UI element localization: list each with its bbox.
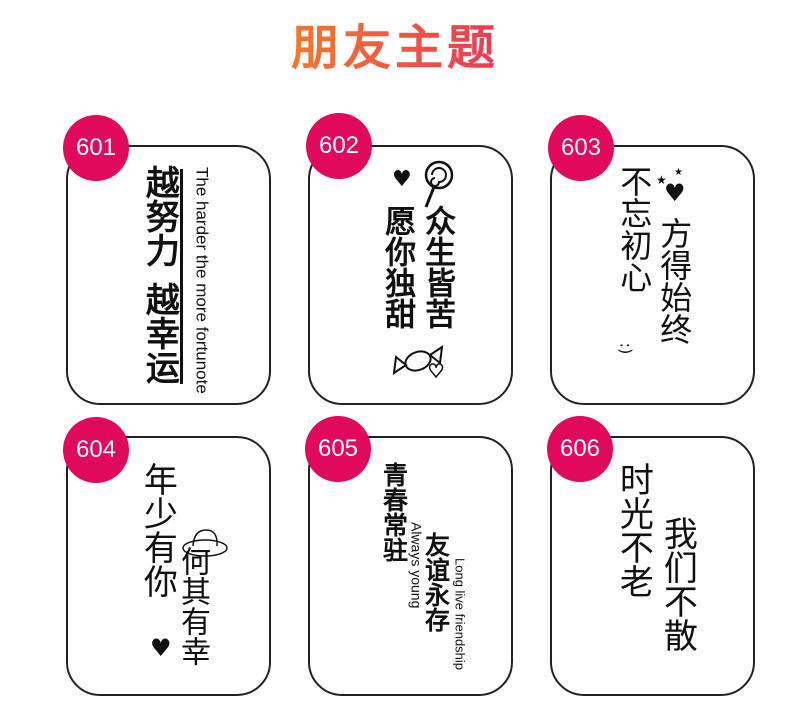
card-603-smiley: :) <box>616 342 636 355</box>
candy-icon <box>392 344 444 376</box>
hat-icon <box>182 529 228 557</box>
card-606-line2: 我们不散 <box>657 516 698 652</box>
card-601-line1: 越努力 <box>139 165 180 267</box>
card-603[interactable]: 不忘初心 方得始终 ♥ ★ ★ :) <box>550 145 755 405</box>
badge-603: 603 <box>548 115 614 181</box>
badge-605: 605 <box>305 416 371 482</box>
star-icon: ★ <box>674 167 683 178</box>
heart-icon: ♥ <box>150 634 172 662</box>
badge-606: 606 <box>547 416 613 482</box>
card-606-line1: 时光不老 <box>613 462 654 598</box>
card-601-line2: 越幸运 <box>139 282 180 384</box>
card-602-line1: 众生皆苦 <box>419 205 456 329</box>
card-602-line2: 愿你独甜 <box>379 205 416 329</box>
lollipop-icon <box>424 160 454 208</box>
badge-601: 601 <box>63 115 129 181</box>
star-icon: ★ <box>656 173 667 187</box>
badge-604: 604 <box>63 417 129 483</box>
heart-icon: ♥ <box>427 360 445 383</box>
card-604[interactable]: 年少有你 何其有幸 ♥ <box>66 436 271 696</box>
card-605[interactable]: 青春常驻 Always young 友谊永存 Long live friends… <box>308 436 513 696</box>
card-605-line2: 友谊永存 <box>421 532 451 632</box>
card-603-line1: 不忘初心 <box>615 165 654 293</box>
heart-icon: ♥ <box>392 167 412 192</box>
heart-icon: ♥ <box>664 179 686 207</box>
card-602[interactable]: ♥ 众生皆苦 愿你独甜 ♥ <box>308 145 513 405</box>
card-605-line1: 青春常驻 <box>379 462 409 562</box>
card-601-english: The harder the more fortunote <box>192 167 212 394</box>
card-604-line2: 何其有幸 <box>175 546 210 666</box>
card-603-line2: 方得始终 <box>655 217 694 345</box>
card-605-english2: Long live friendship <box>452 558 468 671</box>
badge-602: 602 <box>306 113 372 179</box>
card-601[interactable]: 越努力 越幸运 The harder the more fortunote <box>66 145 271 405</box>
card-605-english1: Always young <box>408 522 425 609</box>
card-604-line1: 年少有你 <box>137 462 178 598</box>
page-title: 朋友主题 <box>0 18 790 78</box>
card-601-divider <box>180 169 183 384</box>
